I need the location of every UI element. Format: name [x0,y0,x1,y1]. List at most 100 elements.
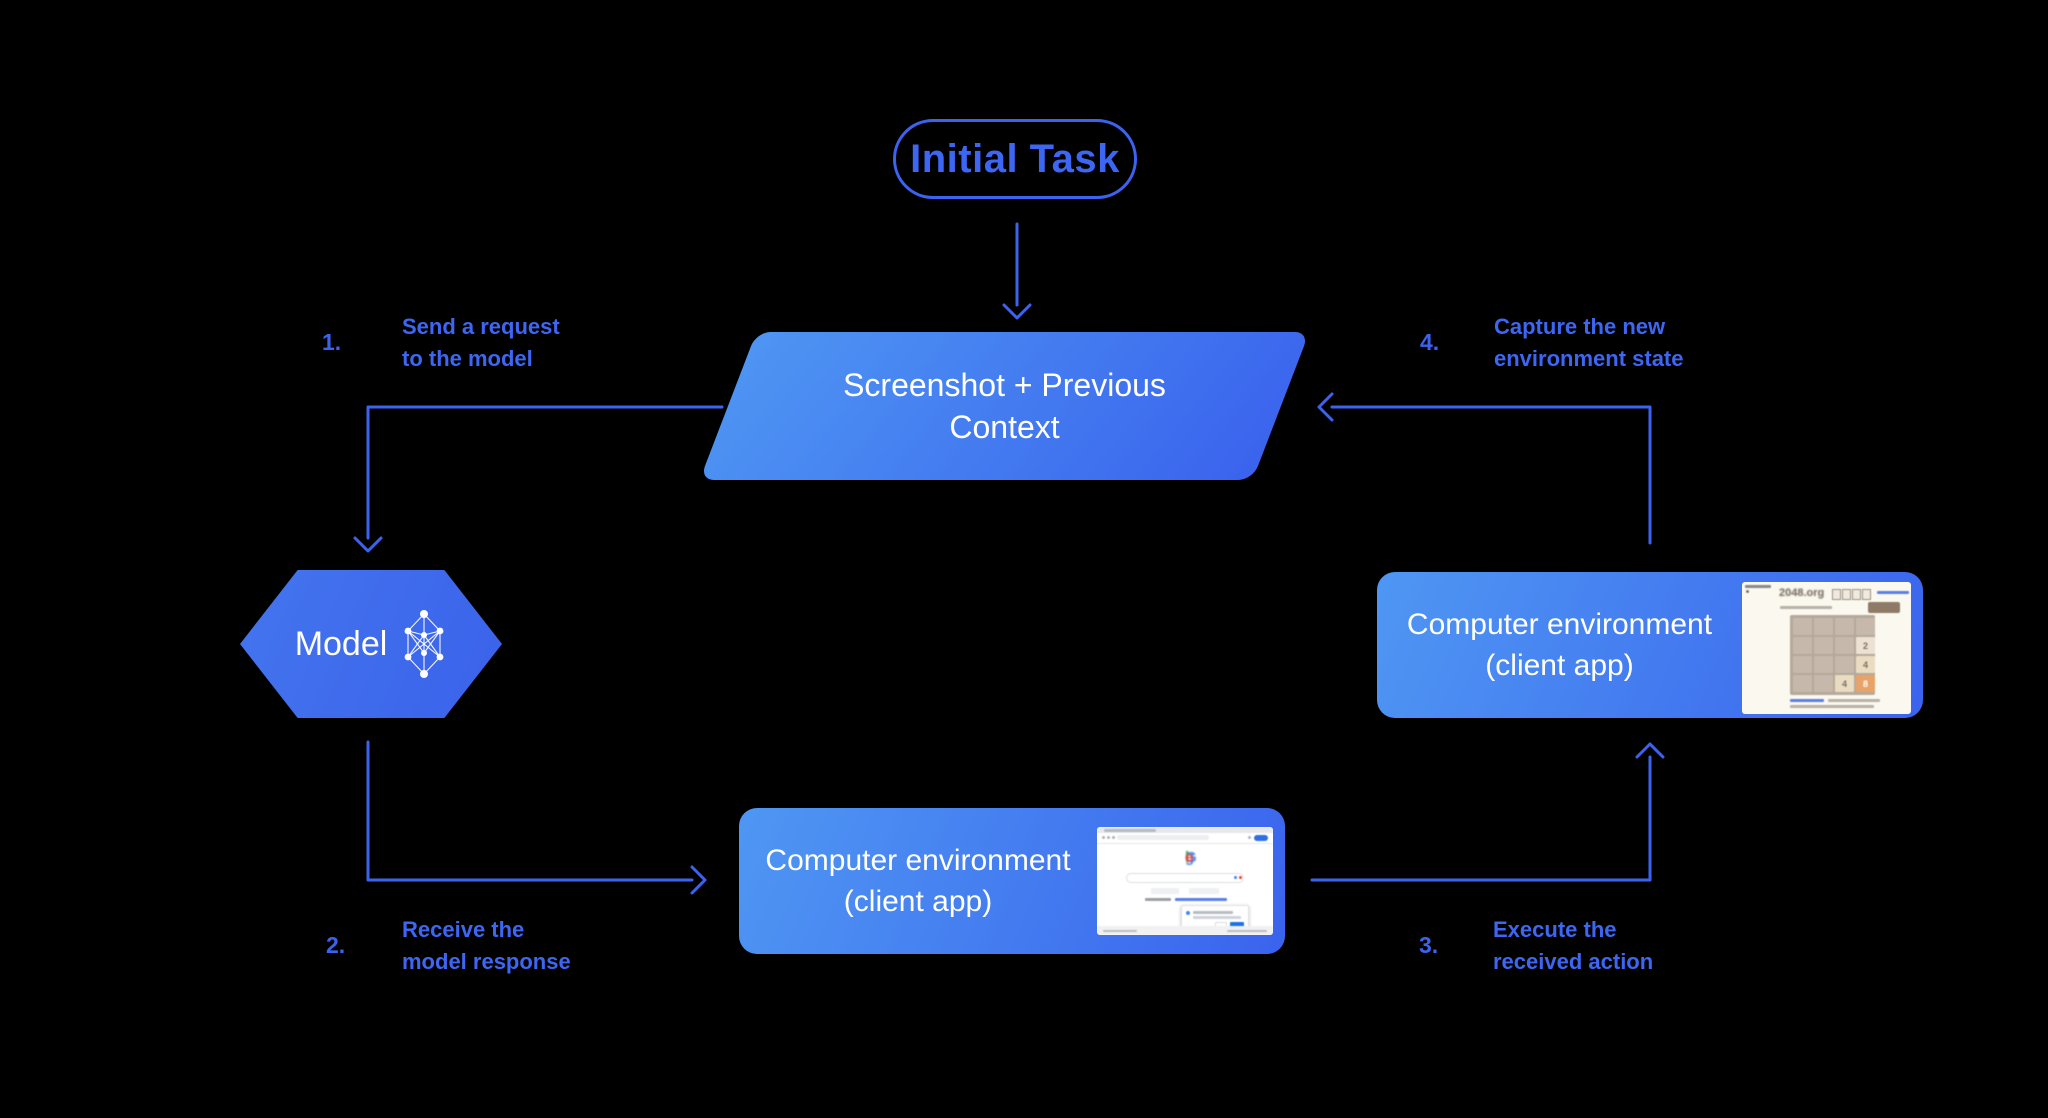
dialog-text-line [1193,916,1241,919]
logo-letter: o [1185,849,1195,866]
env-right-node: Computer environment (client app) 2048.o… [1377,572,1923,718]
grid-cell [1814,637,1833,654]
neural-network-icon [404,610,444,678]
step-4-line2: environment state [1494,346,1684,371]
cookie-dialog [1181,905,1249,929]
arrowhead-down-2 [353,536,383,553]
initial-task-label: Initial Task [910,136,1120,181]
tile-2: 2 [1856,637,1875,654]
step-2-line1: Receive the [402,917,525,942]
screenshot-context-line1: Screenshot + Previous [843,367,1166,403]
tile-4: 4 [1856,656,1875,673]
dialog-text-line [1193,911,1233,914]
step-4-label: Capture the new environment state [1494,311,1684,375]
screenshot-context-line2: Context [949,409,1060,445]
arrow-env-right-to-screenshot [1330,405,1652,545]
screenshot-context-text: Screenshot + Previous Context [728,332,1281,480]
step-1-line1: Send a request [402,314,560,339]
arrowhead-down-1 [1002,303,1032,320]
search-input [1126,873,1244,883]
step-2-label: Receive the model response [402,914,571,978]
game-title: 2048.org [1779,587,1825,599]
arrow-model-to-env-bottom [366,740,694,882]
logo-letter: g [1185,849,1195,866]
logo-letter: l [1185,849,1190,866]
chrome-divider [1097,843,1273,844]
game-2048-screenshot-thumbnail: 2048.org [1742,582,1911,714]
env-right-text: Computer environment (client app) [1377,572,1742,718]
google-footer [1097,926,1273,935]
dialog-icon [1186,911,1190,915]
step-4-line1: Capture the new [1494,314,1666,339]
env-right-line2: (client app) [1485,649,1634,682]
grid-cell [1835,618,1854,635]
grid-cell [1835,656,1854,673]
game-grid: 2 4 4 8 [1790,615,1875,695]
step-1-line2: to the model [402,346,533,371]
logo-letter: e [1185,849,1194,866]
grid-cell [1856,618,1875,635]
dialog-primary-button [1230,922,1244,927]
window-icon [1746,590,1749,593]
step-3-line2: received action [1493,949,1654,974]
arrowhead-right [690,865,707,895]
browser-tab [1104,829,1156,832]
step-4-number: 4. [1420,329,1440,355]
tile-8: 8 [1856,675,1875,692]
grid-cell [1814,618,1833,635]
logo-letter: G [1185,849,1198,866]
env-right-line1: Computer environment [1406,608,1713,641]
grid-cell [1793,656,1812,673]
arrowhead-left [1317,392,1334,422]
arrowhead-up [1635,742,1665,759]
subtitle-text [1780,606,1832,609]
grid-cell [1793,637,1812,654]
how-to-play-link [1790,699,1824,702]
env-bottom-text: Computer environment (client app) [739,808,1097,954]
score-box [1842,589,1851,600]
offered-in-text [1145,898,1171,901]
grid-cell [1793,618,1812,635]
lens-icon [1239,876,1242,879]
step-2-line2: model response [402,949,571,974]
lucky-button [1189,888,1219,894]
language-links [1175,898,1227,901]
grid-cell [1793,675,1812,692]
tile-4: 4 [1835,675,1854,692]
step-3-number: 3. [1419,932,1439,958]
step-3-label: Execute the received action [1493,914,1653,978]
arrow-env-bottom-to-env-right [1310,755,1652,882]
env-bottom-line2: (client app) [843,885,993,918]
extensions-icon [1248,836,1251,839]
score-box [1852,589,1861,600]
env-bottom-line1: Computer environment [765,844,1071,877]
grid-cell [1814,675,1833,692]
grid-cell [1814,656,1833,673]
mic-icon [1234,876,1237,879]
top-right-link [1877,591,1909,594]
profile-button [1254,835,1268,841]
footer-text [1790,705,1874,708]
score-box [1862,589,1871,600]
score-box [1832,589,1841,600]
step-2-number: 2. [326,932,346,958]
logo-letter: o [1185,849,1195,866]
step-1-number: 1. [322,329,342,355]
footer-links-right [1227,929,1267,932]
back-icon [1102,836,1105,839]
model-label: Model [294,624,388,663]
game-2048-thumb-content: 2048.org [1742,582,1911,714]
model-node: Model [240,570,502,718]
step-1-label: Send a request to the model [402,311,560,375]
footer-links-left [1103,929,1137,932]
search-button [1151,888,1179,894]
address-bar [1117,835,1209,840]
reload-icon [1112,836,1115,839]
window-titlebar [1745,585,1771,588]
forward-icon [1107,836,1110,839]
